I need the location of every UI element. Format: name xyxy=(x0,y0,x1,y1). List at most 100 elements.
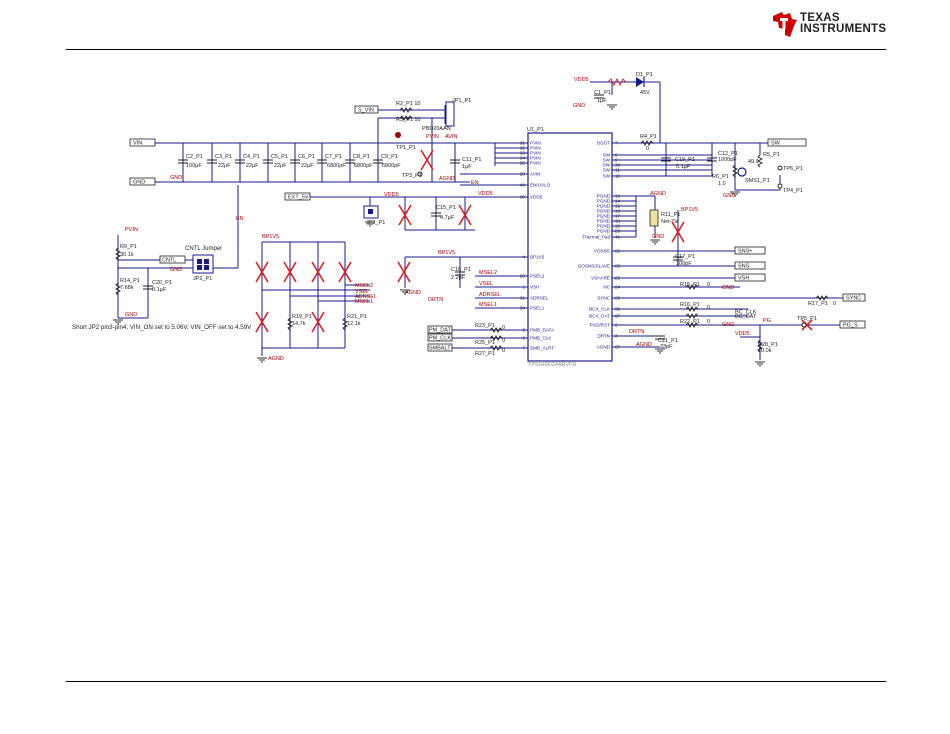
u1-right-pin-name: PGND xyxy=(597,209,611,214)
u1-left-pin-number: 40 xyxy=(520,183,526,188)
u1-right-pin-number: 24 xyxy=(615,285,621,290)
net-snsm-label: SNS- xyxy=(738,264,751,270)
c7-val: 6800pF xyxy=(327,163,346,169)
net-gnd-label: GND xyxy=(133,180,145,186)
u1-left-pin-name: PVIN xyxy=(530,161,541,166)
tp3-dot xyxy=(417,171,423,177)
u1-right-pin-name: PGND xyxy=(597,214,611,219)
pvin-net-text-2: PVIN xyxy=(125,227,138,233)
tp2-ref: TP6_P1 xyxy=(783,166,803,172)
r17-val: 0 xyxy=(833,301,836,307)
net-cntl-label: CNTL xyxy=(162,258,176,264)
r28-val: 10.0k xyxy=(758,348,772,354)
u1-left-pin-name: VDD5 xyxy=(530,195,543,200)
u1-right-pin-number: 2 xyxy=(615,323,618,328)
c9-ref: C9_P1 xyxy=(381,154,398,160)
c19-val: 0.1µF xyxy=(676,164,691,170)
u1-left-pin-name: EN/UVLO xyxy=(530,183,551,188)
net-sw-label: SW xyxy=(771,141,781,147)
u1-right-pin-name: PGND xyxy=(597,224,611,229)
c12-val: 1000pF xyxy=(718,157,737,163)
gnd-net-text: GND xyxy=(170,175,182,181)
drtn-net-text-2: DRTN xyxy=(629,329,644,335)
u1-left-pin-number: 31 xyxy=(520,141,526,146)
r17-ref: R17_P1 xyxy=(808,301,828,307)
c8-val: 6800pF xyxy=(354,163,373,169)
u1-left-pin-name: PSEL1 xyxy=(530,306,545,311)
msel1-net-text-2: MSEL1 xyxy=(479,302,497,308)
u1-right-pin-number: 19 xyxy=(615,224,621,229)
r15-ref: R15_P1 xyxy=(680,282,700,288)
r11-net-tie xyxy=(649,209,659,227)
r6-ref: R6_P1 xyxy=(712,174,729,180)
u1-right-pin-number: 17 xyxy=(615,214,621,219)
tp1-dot xyxy=(395,132,401,138)
pvin-net-text: PVIN xyxy=(426,134,439,140)
u1-right-pin-name: DRTN xyxy=(597,334,610,339)
tp4-ref: TP4_P1 xyxy=(783,188,803,194)
r11-ref: R11_P1 xyxy=(661,212,680,218)
c5-ref: C5_P1 xyxy=(271,154,288,160)
u1-right-pin-number: 14 xyxy=(615,199,621,204)
c21-ref: C21_P1 xyxy=(658,338,678,344)
u1-left-pin-number: 4 xyxy=(522,255,525,260)
u1-left-pin-name: PVIN xyxy=(530,146,541,151)
gnd-net-text-7: GND xyxy=(722,285,734,291)
jp1-ref: JP1_P1 xyxy=(452,98,471,104)
u1-left-pin-name: SMB_ALRT xyxy=(530,346,554,351)
u1-left-pin-number: 32 xyxy=(520,146,526,151)
u1-left-pin-name: PVIN xyxy=(530,151,541,156)
u1-right-pin-number: 38 xyxy=(615,307,621,312)
tp5-ref: TP5_P1 xyxy=(797,316,817,322)
jp1-part: PBD20AAN xyxy=(422,126,451,132)
input-capacitors xyxy=(143,94,717,340)
tp5-dot xyxy=(801,322,807,328)
ti-logo-icon xyxy=(773,12,797,37)
vdd5-net-text-4: VDD5 xyxy=(735,331,750,337)
net-ext5v-label: EXT_5V xyxy=(288,195,309,201)
vdd5-net-text-2: VDD5 xyxy=(384,192,399,198)
pg-net-text: PG xyxy=(763,318,771,324)
r19-val: 14.7k xyxy=(292,321,306,327)
c2-ref: C2_P1 xyxy=(186,154,203,160)
c2-val: 100µF xyxy=(186,163,202,169)
u1-right-pin-name: BCX_DAT xyxy=(589,314,610,319)
net-svin-label: S_VIN xyxy=(358,108,374,114)
c4-ref: C4_P1 xyxy=(243,154,260,160)
r23-ref: R23_P1 xyxy=(475,323,495,329)
u1-left-pin-number: 5 xyxy=(522,328,525,333)
r25-ref: R25_P1 xyxy=(475,340,495,346)
dnp-boot-resistor xyxy=(607,77,627,87)
u1-right-pin-number: 20 xyxy=(615,229,621,234)
c15-val: 4.7µF xyxy=(440,215,455,221)
c1-ref: C1_P1 xyxy=(594,90,611,96)
jumper-note: Short JP2 pin3-pin4, VIN_ON set to 5.06V… xyxy=(72,324,252,331)
c12-ref: C12_P1 xyxy=(718,151,738,157)
u1-right-pin-name: SW xyxy=(603,158,611,163)
r11-val: Net-Tie xyxy=(661,219,679,225)
u1-right-pin-name: SW xyxy=(603,153,611,158)
gnd-net-text-4: GND xyxy=(125,312,137,318)
r3-ref: R3_P1 10 xyxy=(396,117,420,123)
dnp-markers xyxy=(255,149,813,333)
r6-val: 1.0 xyxy=(718,181,726,187)
jp2-ref: JP2_P1 xyxy=(193,276,212,282)
u1-left-pin-number: 29 xyxy=(520,274,526,279)
cntl-jumper-title: CNTL Jumper xyxy=(185,246,222,252)
r25-val: 0 xyxy=(502,338,505,344)
u1-left-pin-number: 34 xyxy=(520,156,526,161)
gnd-net-text-3: GND xyxy=(170,267,182,273)
u1-left-pin-number: 7 xyxy=(522,346,525,351)
r4-val: 0 xyxy=(646,146,649,152)
u1-left-pin-name: PMB_DATA xyxy=(530,328,555,333)
u1-right-pin-number: 27 xyxy=(615,345,621,350)
gnd-net-text-8: GND xyxy=(722,322,734,328)
u1-right-pin-number: 7 xyxy=(615,141,618,146)
u1-right-pin-number: 26 xyxy=(615,296,621,301)
u1-left-pin-name: PMB_CLK xyxy=(530,336,552,341)
vdd5-net-text-3: VDD5 xyxy=(574,77,589,83)
bp1v5-net-text: BP1V5 xyxy=(262,234,279,240)
gnd-net-text-6: GND xyxy=(723,193,735,199)
net-sync-label: SYNC xyxy=(846,296,861,302)
